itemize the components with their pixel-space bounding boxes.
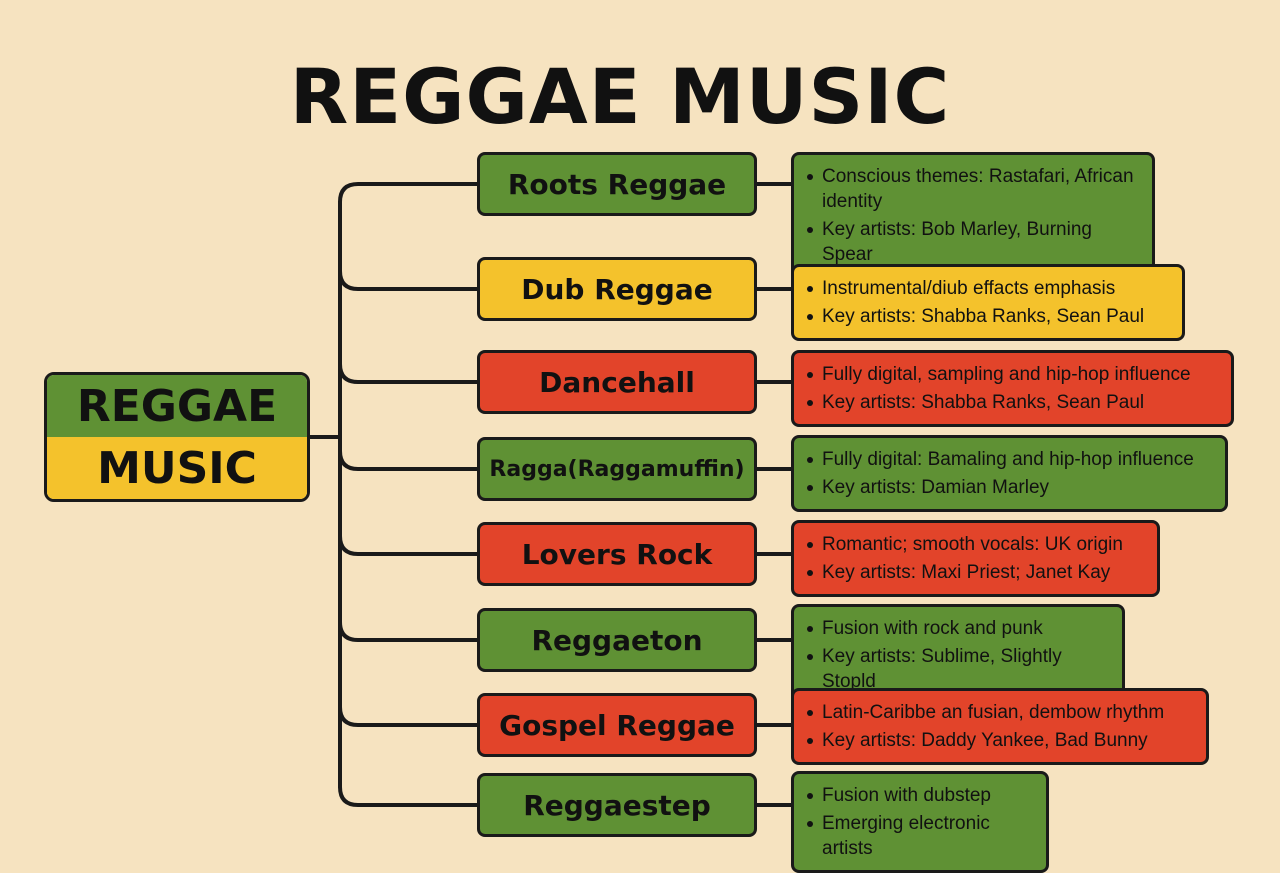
detail-bullet: Instrumental/diub effacts emphasis [804, 276, 1174, 301]
details-list: Conscious themes: Rastafari, African ide… [804, 164, 1144, 267]
root-node: REGGAE MUSIC [44, 372, 310, 502]
root-label-line1: REGGAE [47, 375, 307, 437]
detail-bullet: Latin-Caribbe an fusian, dembow rhythm [804, 700, 1198, 725]
branch-connector [338, 705, 479, 727]
branch-connector [338, 182, 479, 204]
diagram-canvas: REGGAE MUSIC REGGAE MUSIC Roots Reggae Co… [44, 52, 1234, 873]
detail-bullet: Key artists: Sublime, Slightly Stopld [804, 644, 1114, 694]
branch-connector [338, 620, 479, 642]
branch-node: Reggaestep [477, 773, 757, 837]
detail-bullet: Fully digital: Bamaling and hip-hop infl… [804, 447, 1217, 472]
details-list: Fully digital, sampling and hip-hop infl… [804, 362, 1223, 415]
detail-bullet: Fusion with dubstep [804, 783, 1038, 808]
branch-node: Roots Reggae [477, 152, 757, 216]
connector-lines [308, 182, 793, 807]
branch-connector [338, 269, 479, 291]
root-label-line2: MUSIC [47, 437, 307, 499]
detail-bullet: Key artists: Bob Marley, Burning Spear [804, 217, 1144, 267]
branch-node: Reggaeton [477, 608, 757, 672]
detail-bullet: Emerging electronic artists [804, 811, 1038, 861]
branch-details-box: Conscious themes: Rastafari, African ide… [791, 152, 1155, 279]
branch-details-box: Fully digital, sampling and hip-hop infl… [791, 350, 1234, 427]
branch-connector [338, 534, 479, 556]
branch-node: Ragga(Raggamuffin) [477, 437, 757, 501]
branch-details-box: Fully digital: Bamaling and hip-hop infl… [791, 435, 1228, 512]
detail-bullet: Key artists: Maxi Priest; Janet Kay [804, 560, 1149, 585]
branch-node: Gospel Reggae [477, 693, 757, 757]
diagram-title: REGGAE MUSIC [289, 52, 951, 141]
detail-bullet: Romantic; smooth vocals: UK origin [804, 532, 1149, 557]
branch-connector [338, 362, 479, 384]
detail-bullet: Conscious themes: Rastafari, African ide… [804, 164, 1144, 214]
branch-node: Dub Reggae [477, 257, 757, 321]
branch-node: Dancehall [477, 350, 757, 414]
detail-bullet: Fully digital, sampling and hip-hop infl… [804, 362, 1223, 387]
branch-connector [338, 449, 479, 471]
detail-bullet: Key artists: Shabba Ranks, Sean Paul [804, 390, 1223, 415]
details-list: Fully digital: Bamaling and hip-hop infl… [804, 447, 1217, 500]
branch-connector [338, 785, 479, 807]
detail-bullet: Key artists: Daddy Yankee, Bad Bunny [804, 728, 1198, 753]
detail-bullet: Key artists: Damian Marley [804, 475, 1217, 500]
branch-node: Lovers Rock [477, 522, 757, 586]
detail-bullet: Fusion with rock and punk [804, 616, 1114, 641]
detail-bullet: Key artists: Shabba Ranks, Sean Paul [804, 304, 1174, 329]
